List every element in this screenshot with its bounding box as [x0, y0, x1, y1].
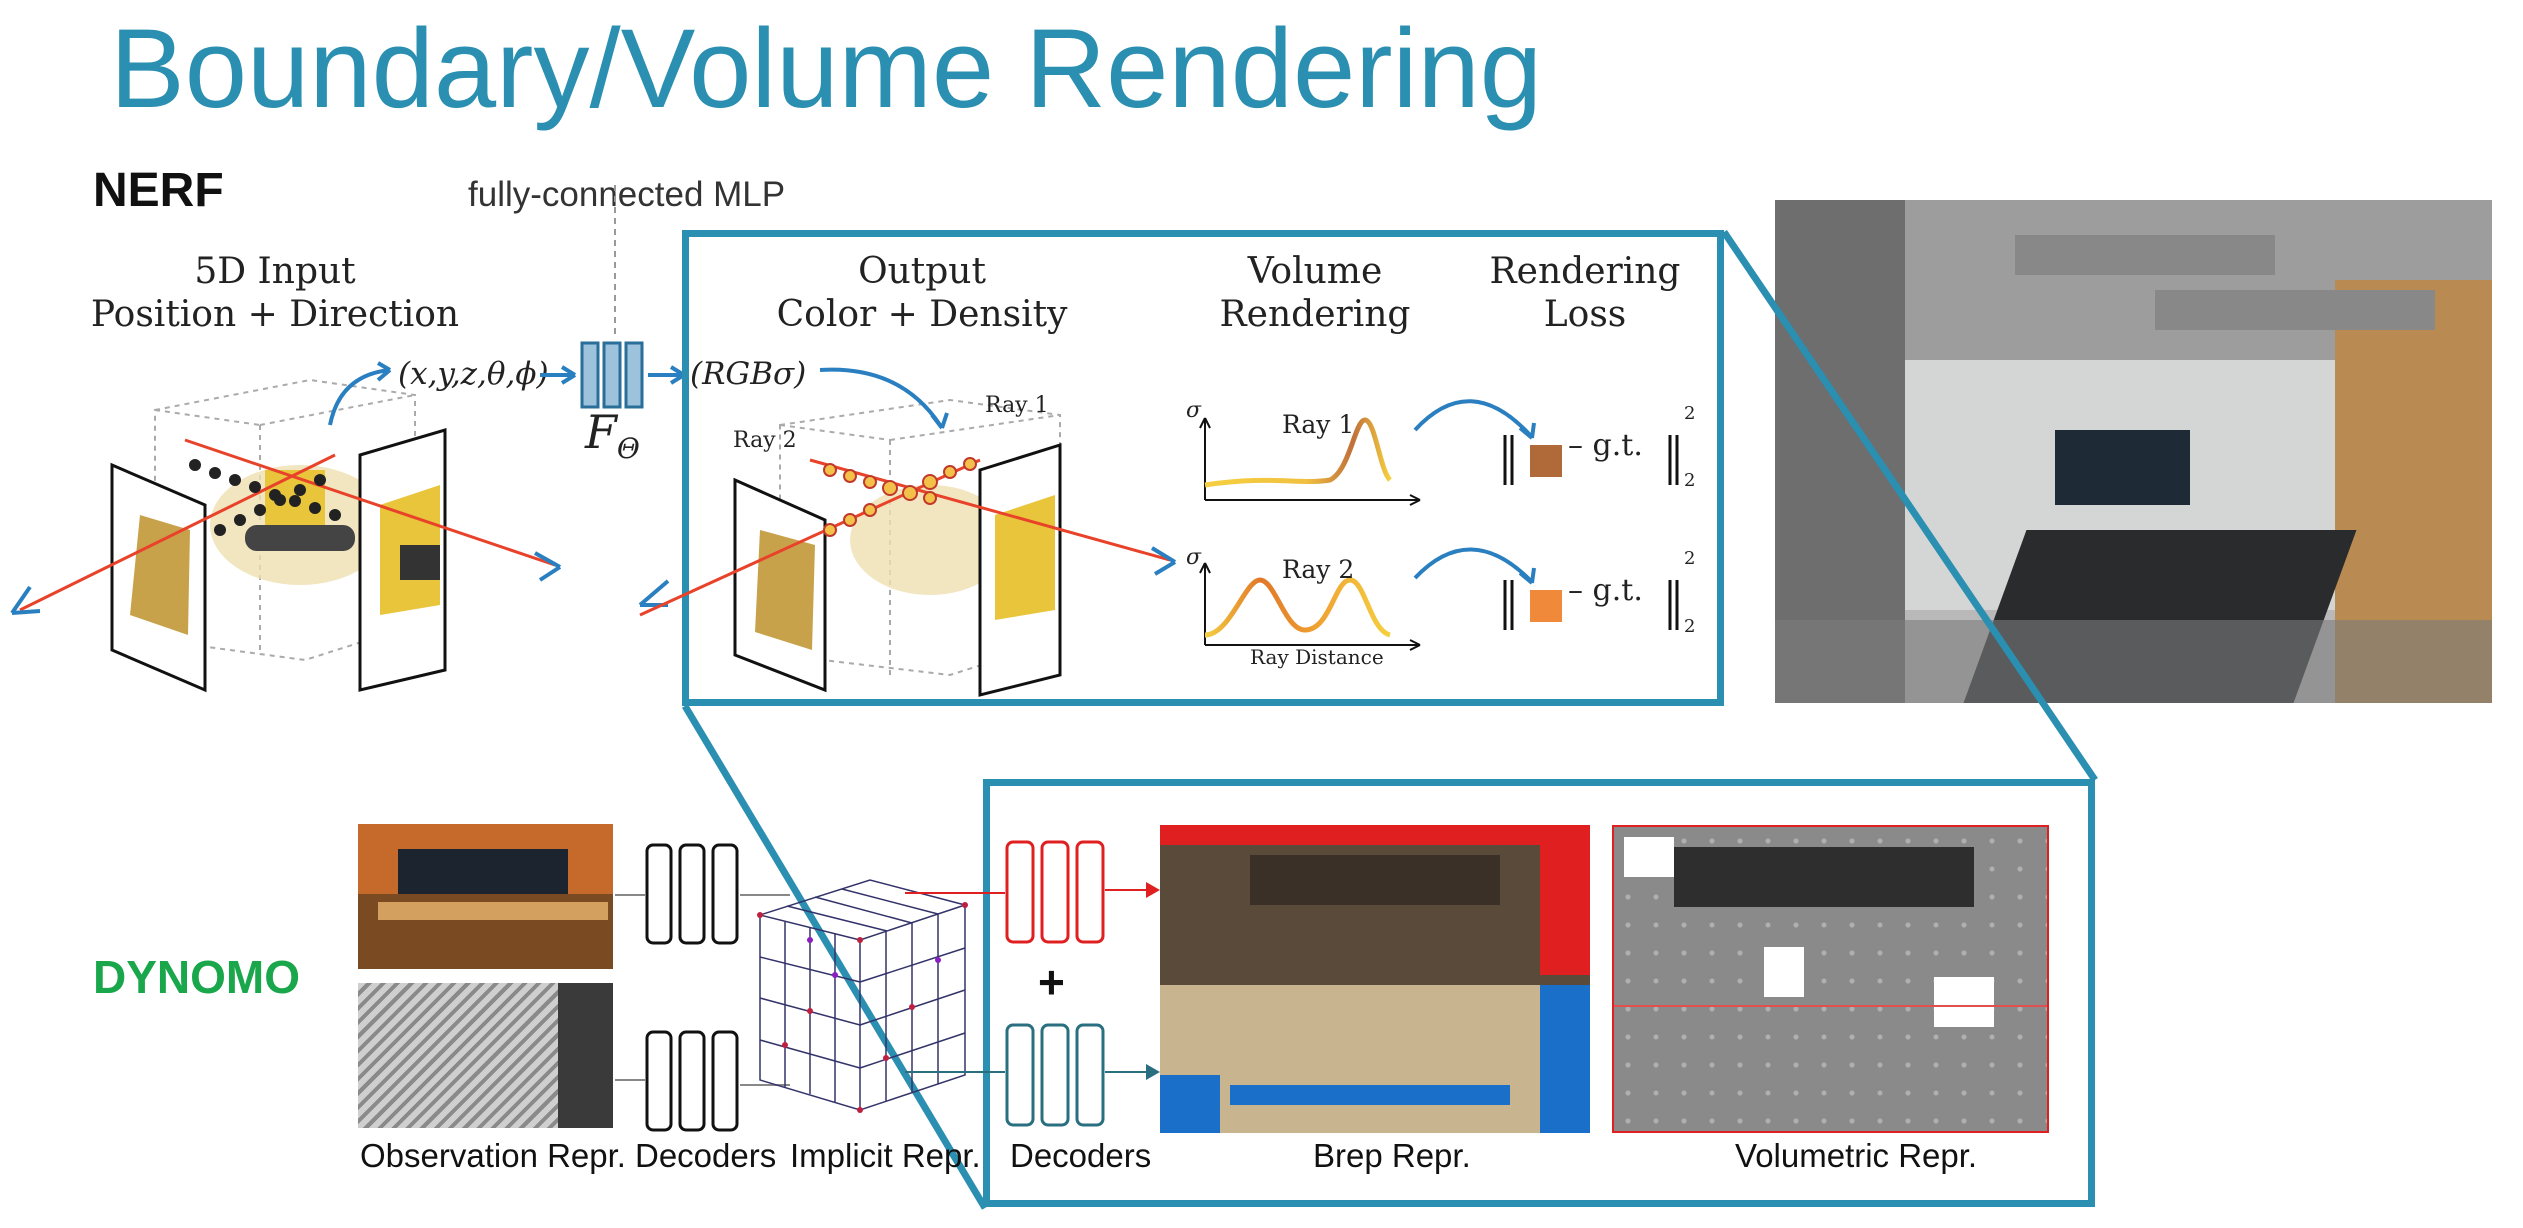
norm-sup-1: 2: [1684, 403, 1696, 424]
gt-label-1: – g.t.: [1568, 428, 1643, 463]
input-label-line2: Position + Direction: [90, 294, 460, 336]
dynomo-output-box: [983, 779, 2095, 1207]
gt-label-2: – g.t.: [1568, 573, 1643, 608]
ray1-label-3d: Ray 1: [985, 393, 1049, 418]
rendering-loss-label: Rendering Loss: [1465, 250, 1705, 336]
caption-implicit: Implicit Repr.: [790, 1137, 981, 1174]
sigma-label-2: σ: [1186, 545, 1202, 570]
room-photo: [1775, 200, 2492, 703]
volume-label-line2: Rendering: [1219, 294, 1411, 336]
nerf-output-illustration: [639, 367, 1177, 697]
ray2-plot-label: Ray 2: [1282, 555, 1355, 584]
mlp-symbol: FΘ: [585, 405, 640, 466]
output-tuple: (RGBσ): [690, 356, 807, 392]
rendered-color-swatch-1: [1530, 445, 1562, 477]
norm-sup-2: 2: [1684, 548, 1696, 569]
caption-observation: Observation Repr.: [360, 1137, 626, 1174]
ray1-plot-label: Ray 1: [1282, 410, 1355, 439]
mlp-block: [580, 341, 644, 409]
caption-decoders-left: Decoders: [635, 1137, 777, 1174]
dynomo-label: DYNOMO: [93, 951, 300, 1003]
rendered-color-swatch-2: [1530, 590, 1562, 622]
decoders-red: [1005, 840, 1105, 944]
sigma-label-1: σ: [1186, 398, 1202, 423]
mlp-label: fully-connected MLP: [468, 175, 786, 214]
ray-distance-label: Ray Distance: [1250, 645, 1384, 669]
input-label-line1: 5D Input: [194, 251, 356, 292]
ray2-label-3d: Ray 2: [733, 428, 797, 453]
loss-label-line1: Rendering: [1489, 251, 1681, 292]
observation-normal-image: [358, 983, 613, 1128]
input-tuple: (x,y,z,θ,ϕ): [398, 356, 549, 392]
output-label: Output Color + Density: [752, 250, 1092, 336]
volumetric-image: [1612, 825, 2049, 1133]
decoders-left-bottom: [645, 1030, 739, 1132]
brep-image: [1160, 825, 1590, 1133]
density-plots: [1199, 399, 1679, 651]
plus-sign: +: [1038, 956, 1065, 1008]
loss-label-line2: Loss: [1543, 294, 1627, 336]
nerf-label: NERF: [93, 164, 224, 217]
caption-decoders-right: Decoders: [1010, 1137, 1152, 1174]
norm-sub-1: 2: [1684, 470, 1696, 491]
implicit-grid: [759, 879, 966, 1111]
mlp-symbol-f: F: [585, 405, 617, 459]
nerf-input-illustration: [10, 185, 686, 693]
norm-sub-2: 2: [1684, 616, 1696, 637]
input-label: 5D Input Position + Direction: [90, 250, 460, 336]
output-label-line1: Output: [858, 251, 986, 292]
page-title: Boundary/Volume Rendering: [110, 6, 1543, 131]
tv-screen: [2055, 430, 2190, 505]
decoders-teal: [1005, 1023, 1105, 1127]
nerf-output-box: [682, 230, 1724, 706]
output-label-line2: Color + Density: [776, 294, 1068, 336]
observation-rgb-image: [358, 824, 613, 969]
volume-rendering-label: Volume Rendering: [1190, 250, 1440, 336]
volume-label-line1: Volume: [1247, 251, 1383, 292]
caption-volumetric: Volumetric Repr.: [1735, 1137, 1978, 1174]
mlp-symbol-theta: Θ: [616, 432, 640, 466]
caption-brep: Brep Repr.: [1313, 1137, 1471, 1174]
decoders-left-top: [645, 843, 739, 945]
